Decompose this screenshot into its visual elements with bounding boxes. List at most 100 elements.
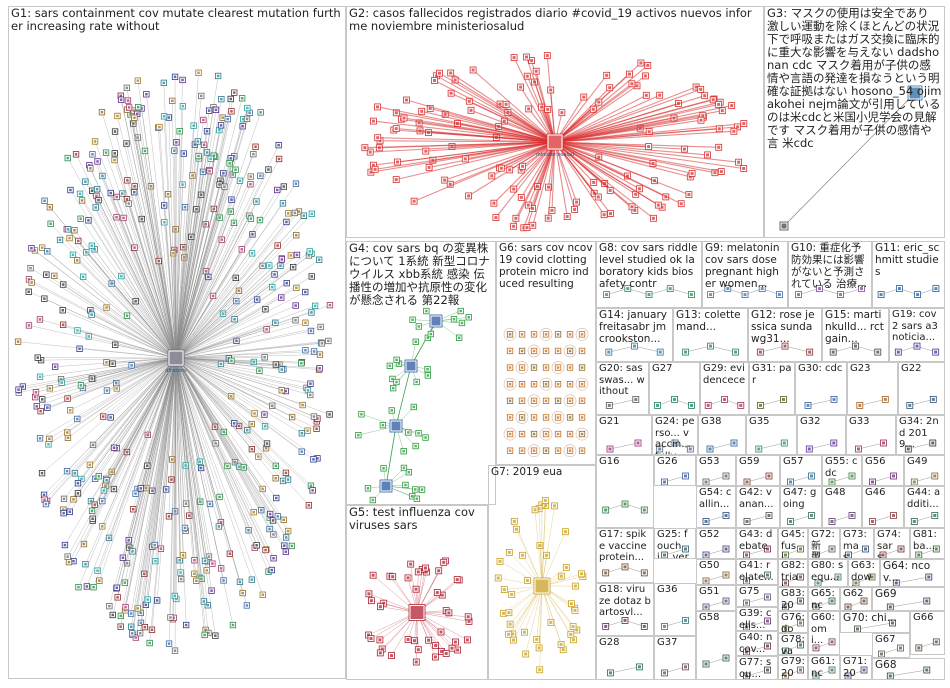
group-g43-panel[interactable]: G43: debate (736, 528, 778, 559)
group-g66-panel[interactable]: G66 (910, 611, 945, 655)
group-g38-panel[interactable]: G38 (698, 415, 746, 455)
group-g27-panel[interactable]: G27 (649, 362, 700, 415)
group-g37-label: G37 (657, 637, 693, 649)
group-g71-panel[interactable]: G71: 201... (840, 655, 872, 680)
group-g65-panel[interactable]: G65: nco... (808, 587, 840, 611)
group-g80-panel[interactable]: G80: sequ... (808, 559, 848, 587)
group-g2-panel[interactable]: G2: casos fallecidos registrados diario … (346, 6, 764, 238)
group-g53-panel[interactable]: G53 (696, 455, 736, 486)
group-g41-panel[interactable]: G41: relate... (736, 559, 778, 585)
group-g77-panel[interactable]: G77: sou... (736, 656, 778, 680)
group-g50-panel[interactable]: G50 (696, 559, 736, 585)
group-g16-panel[interactable]: G16 (596, 455, 654, 528)
group-g67-panel[interactable]: G67 (872, 633, 910, 658)
group-g18-panel[interactable]: G18: viru ze dotaz bartosvl... (596, 583, 654, 636)
group-g23-panel[interactable]: G23 (847, 362, 898, 415)
group-g5-label: G5: test influenza cov viruses sars (349, 506, 485, 532)
group-g11-panel[interactable]: G11: eric_schmitt studies (872, 241, 945, 308)
group-g8-panel[interactable]: G8: cov sars riddle level studied ok lab… (596, 241, 702, 308)
group-g35-panel[interactable]: G35 (746, 415, 797, 455)
group-g28-panel[interactable]: G28 (596, 636, 654, 680)
group-g57-panel[interactable]: G57 (780, 455, 822, 486)
group-g61-panel[interactable]: G61: nco... (808, 655, 840, 680)
group-g29-panel[interactable]: G29: evidencece (700, 362, 749, 415)
group-g4-label: G4: cov sars bq の変異株について 1系統 新型コロナウイルス x… (349, 242, 493, 307)
group-g40-panel[interactable]: G40: ncov... (736, 631, 778, 656)
group-g68-panel[interactable]: G68 (872, 658, 945, 680)
group-g15-panel[interactable]: G15: martinkulld... rct gain... (822, 308, 889, 362)
group-g31-panel[interactable]: G31: par (749, 362, 795, 415)
group-g70-panel[interactable]: G70: chi... (840, 611, 910, 633)
group-g39-panel[interactable]: G39: cells... (736, 607, 778, 631)
group-g60-panel[interactable]: G60: omi... (808, 611, 840, 655)
group-g1-panel[interactable]: G1: sars containment cov mutate clearest… (8, 6, 346, 679)
group-g52-panel[interactable]: G52 (696, 528, 736, 559)
group-g9-label: G9: melatonin cov sars dose pregnant hig… (705, 242, 785, 290)
group-g51-panel[interactable]: G51 (696, 585, 736, 611)
group-g81-label: G81: ba... (913, 529, 942, 552)
group-g45-panel[interactable]: G45: fusi... (778, 528, 808, 559)
group-g74-panel[interactable]: G74: sars... (874, 528, 910, 559)
group-g73-panel[interactable]: G73: mas... (840, 528, 874, 559)
group-g76-panel[interactable]: G76: don... (778, 611, 808, 633)
group-g82-panel[interactable]: G82: trial... (778, 559, 808, 587)
group-g62-panel[interactable]: G62 (840, 587, 872, 611)
group-g32-label: G32 (800, 416, 843, 428)
group-g59-panel[interactable]: G59 (736, 455, 780, 486)
group-g32-panel[interactable]: G32 (797, 415, 846, 455)
group-g18-label: G18: viru ze dotaz bartosvl... (599, 584, 651, 619)
group-g79-panel[interactable]: G79: 201... (778, 655, 808, 680)
group-g58-panel[interactable]: G58 (696, 611, 736, 680)
group-g37-panel[interactable]: G37 (654, 636, 696, 680)
group-g34-panel[interactable]: G34: 2nd 2019... (896, 415, 945, 455)
group-g36-panel[interactable]: G36 (654, 583, 696, 636)
group-g58-label: G58 (699, 612, 733, 624)
group-g5-panel[interactable]: G5: test influenza cov viruses sars (346, 505, 488, 680)
group-g26-panel[interactable]: G26 (654, 455, 696, 486)
group-g44-panel[interactable]: G44: additi... (904, 486, 945, 528)
group-g66-label: G66 (913, 612, 942, 624)
group-g64-panel[interactable]: G64: ncov... (880, 559, 945, 587)
group-g13-panel[interactable]: G13: colettemand... (673, 308, 748, 362)
group-g12-panel[interactable]: G12: rose jessica sundawg31... (748, 308, 822, 362)
group-g19-panel[interactable]: G19: cov2 sars a3noticia... (889, 308, 945, 362)
group-g48-panel[interactable]: G48 (822, 486, 862, 528)
group-g4-panel[interactable]: G4: cov sars bq の変異株について 1系統 新型コロナウイルス x… (346, 241, 496, 505)
group-g75-panel[interactable]: G75 (736, 585, 778, 607)
group-g14-panel[interactable]: G14: january freitasabr jmcrookston... (596, 308, 673, 362)
group-g56-panel[interactable]: G56 (862, 455, 904, 486)
group-g21-panel[interactable]: G21 (596, 415, 652, 455)
group-g52-label: G52 (699, 529, 733, 541)
group-g54-panel[interactable]: G54: callin... (696, 486, 736, 528)
group-g24-panel[interactable]: G24: perso... vaccin... fully... (652, 415, 698, 455)
group-g20-panel[interactable]: G20: sasswas... without (596, 362, 649, 415)
group-g17-panel[interactable]: G17: spike vaccine protein... (596, 528, 654, 583)
group-g46-panel[interactable]: G46 (862, 486, 904, 528)
group-g31-label: G31: par (752, 363, 792, 386)
group-g55-panel[interactable]: G55: cdc (822, 455, 862, 486)
group-g63-panel[interactable]: G63: down (848, 559, 880, 587)
group-g48-label: G48 (825, 487, 859, 499)
group-g43-label: G43: debate (739, 529, 775, 552)
group-g10-panel[interactable]: G10: 重症化予防効果には影響がないと予測されている 治療... (788, 241, 872, 308)
group-g33-panel[interactable]: G33 (846, 415, 896, 455)
group-g22-panel[interactable]: G22 (898, 362, 945, 415)
group-g81-panel[interactable]: G81: ba... (910, 528, 945, 559)
group-g83-panel[interactable]: G83: 201... (778, 587, 808, 611)
group-g71-label: G71: 201... (843, 656, 869, 680)
group-g6-panel[interactable]: G6: sars cov ncov 19 covid clotting prot… (496, 241, 596, 465)
group-g69-panel[interactable]: G69 (872, 587, 945, 611)
group-g3-panel[interactable]: G3: マスクの使用は安全であり 激しい運動を除くほとんどの状況下で呼吸またはガ… (764, 6, 945, 238)
group-g78-panel[interactable]: G78: van... (778, 633, 808, 655)
group-g30-panel[interactable]: G30: cdc (795, 362, 847, 415)
group-g42-panel[interactable]: G42: vanan... (736, 486, 780, 528)
group-g54-label: G54: callin... (699, 487, 733, 510)
group-g49-panel[interactable]: G49 (904, 455, 945, 486)
group-g20-label: G20: sasswas... without (599, 363, 646, 398)
group-g7-panel[interactable]: G7: 2019 eua (488, 465, 596, 680)
group-g30-label: G30: cdc (798, 363, 844, 375)
group-g72-panel[interactable]: G72: 新型... (808, 528, 840, 559)
group-g47-panel[interactable]: G47: going (780, 486, 822, 528)
group-g9-panel[interactable]: G9: melatonin cov sars dose pregnant hig… (702, 241, 788, 308)
group-g25-panel[interactable]: G25: fouchi... verza (654, 528, 696, 559)
